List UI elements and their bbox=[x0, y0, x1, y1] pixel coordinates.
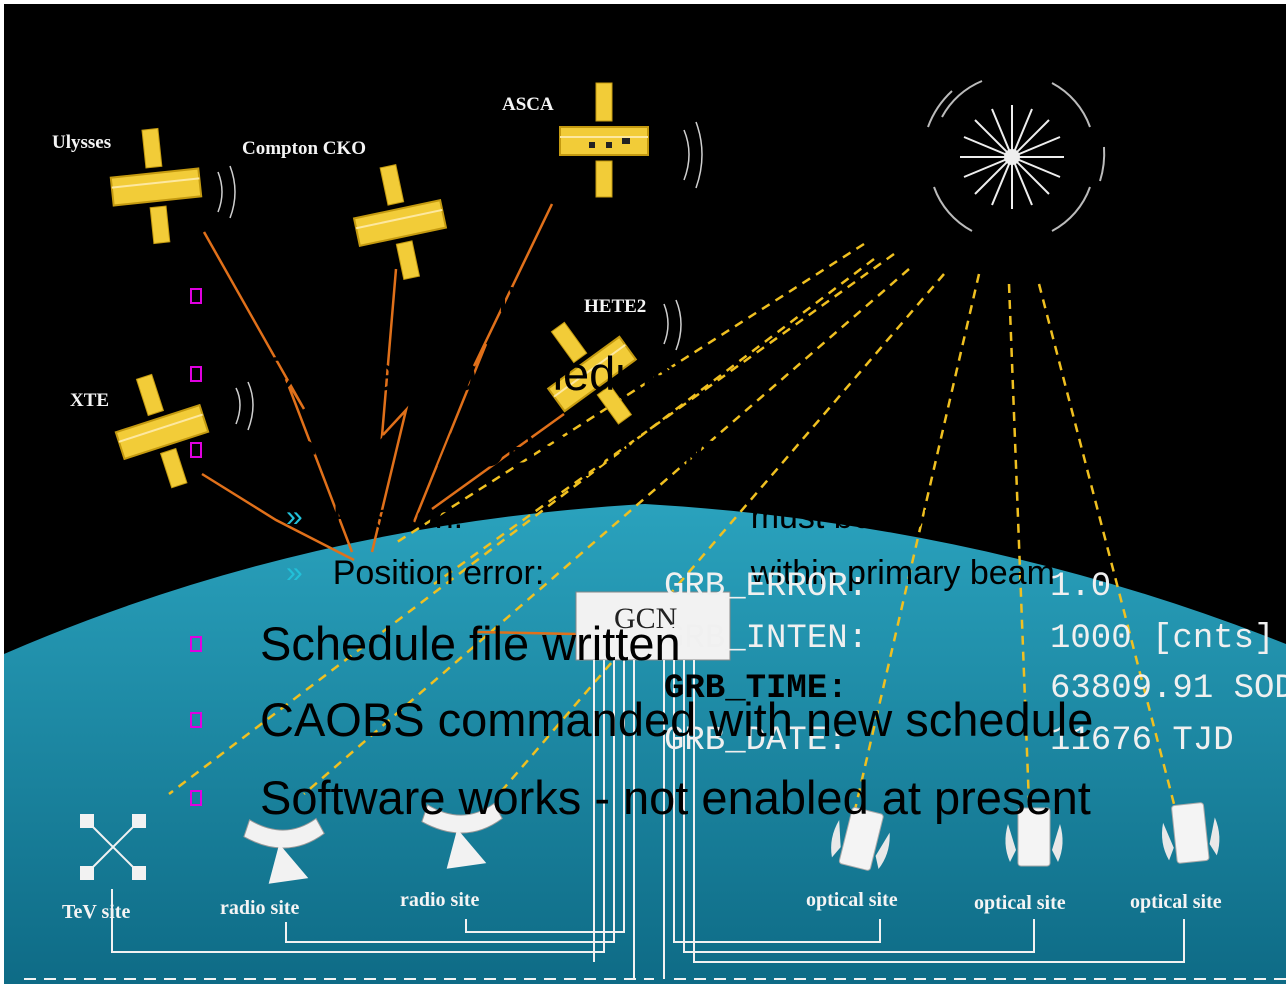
ground-network-lines bbox=[24, 660, 1286, 980]
bullet-text: Schedule file written bbox=[260, 617, 681, 670]
bullet-text: Software works - not enabled at present bbox=[260, 771, 1091, 824]
satellite-label: HETE2 bbox=[584, 296, 646, 317]
sub-bullet-position: » Position: must be visible bbox=[286, 500, 976, 534]
notice-value: 1000 [cnts] bbox=[1050, 620, 1275, 658]
site-label: radio site bbox=[220, 897, 300, 919]
site-label: optical site bbox=[806, 889, 898, 911]
satellite-label: Ulysses bbox=[52, 132, 111, 153]
site-label: optical site bbox=[1130, 891, 1222, 913]
bullet-square-icon bbox=[190, 287, 202, 304]
satellite-relay-links bbox=[201, 203, 577, 636]
grb-photon-beams bbox=[168, 242, 1176, 815]
chevron-icon: » bbox=[286, 500, 303, 533]
bullet-notice-received: Notice received bbox=[190, 272, 584, 319]
gcn-node bbox=[575, 591, 731, 661]
bullet-text: Notice received bbox=[260, 269, 584, 322]
slide-canvas: GCN Ulysses Compton CKO ASCA XTE HETE2 T… bbox=[4, 4, 1286, 984]
tev-site-icon bbox=[80, 814, 146, 880]
notice-key: GRB_INTEN: bbox=[664, 620, 869, 658]
bullet-schedule-written: Schedule file written bbox=[190, 620, 681, 667]
bullet-select-pointing: Select CAOBS pointing bbox=[190, 426, 746, 473]
earth-surface bbox=[4, 504, 1286, 984]
bullet-text: CAOBS commanded with new schedule bbox=[260, 693, 1094, 746]
notice-value: 63809.91 SOD bbox=[1050, 670, 1286, 708]
gcn-label: GCN bbox=[614, 602, 677, 635]
gamma-ray-burst-icon bbox=[927, 80, 1106, 232]
bullet-caobs-commanded: CAOBS commanded with new schedule bbox=[190, 696, 1093, 743]
bullet-text: Convert to schedule bbox=[260, 347, 679, 400]
satellite-asca-icon bbox=[559, 82, 649, 198]
bullet-square-icon bbox=[190, 365, 202, 382]
satellite-label: Compton CKO bbox=[242, 138, 366, 159]
sub-bullet-value: within primary beam bbox=[750, 554, 1055, 592]
sub-bullet-position-error: » Position error: within primary beam bbox=[286, 556, 1055, 590]
satellite-label: ASCA bbox=[502, 94, 554, 115]
bullet-square-icon bbox=[190, 711, 202, 728]
notice-value: 1.0 bbox=[1050, 568, 1112, 606]
satellite-label: XTE bbox=[70, 390, 109, 411]
satellite-ulysses-icon bbox=[105, 123, 207, 249]
bullet-square-icon bbox=[190, 635, 202, 652]
notice-value: 11676 TJD bbox=[1050, 722, 1234, 760]
site-label: optical site bbox=[974, 892, 1066, 914]
sub-bullet-label: Position: bbox=[332, 498, 464, 536]
signal-waves bbox=[217, 121, 703, 431]
bullet-software-works: Software works - not enabled at present bbox=[190, 774, 1091, 821]
notice-key: GRB_DATE: bbox=[664, 722, 848, 760]
gcn-network-diagram: GCN Ulysses Compton CKO ASCA XTE HETE2 T… bbox=[4, 80, 1286, 984]
bullet-convert-schedule: Convert to schedule bbox=[190, 350, 678, 397]
bullet-text: Select CAOBS pointing bbox=[260, 423, 746, 476]
sub-bullet-label: Position error: bbox=[332, 554, 545, 592]
bullet-square-icon bbox=[190, 441, 202, 458]
sub-bullet-value: must be visible bbox=[750, 498, 976, 536]
chevron-icon: » bbox=[286, 556, 303, 589]
notice-key: GRB_TIME: bbox=[664, 670, 848, 708]
site-label: TeV site bbox=[62, 901, 130, 923]
site-label: radio site bbox=[400, 889, 480, 911]
bullet-square-icon bbox=[190, 789, 202, 806]
satellite-compton-icon bbox=[343, 156, 456, 288]
notice-key: GRB_ERROR: bbox=[664, 568, 869, 606]
